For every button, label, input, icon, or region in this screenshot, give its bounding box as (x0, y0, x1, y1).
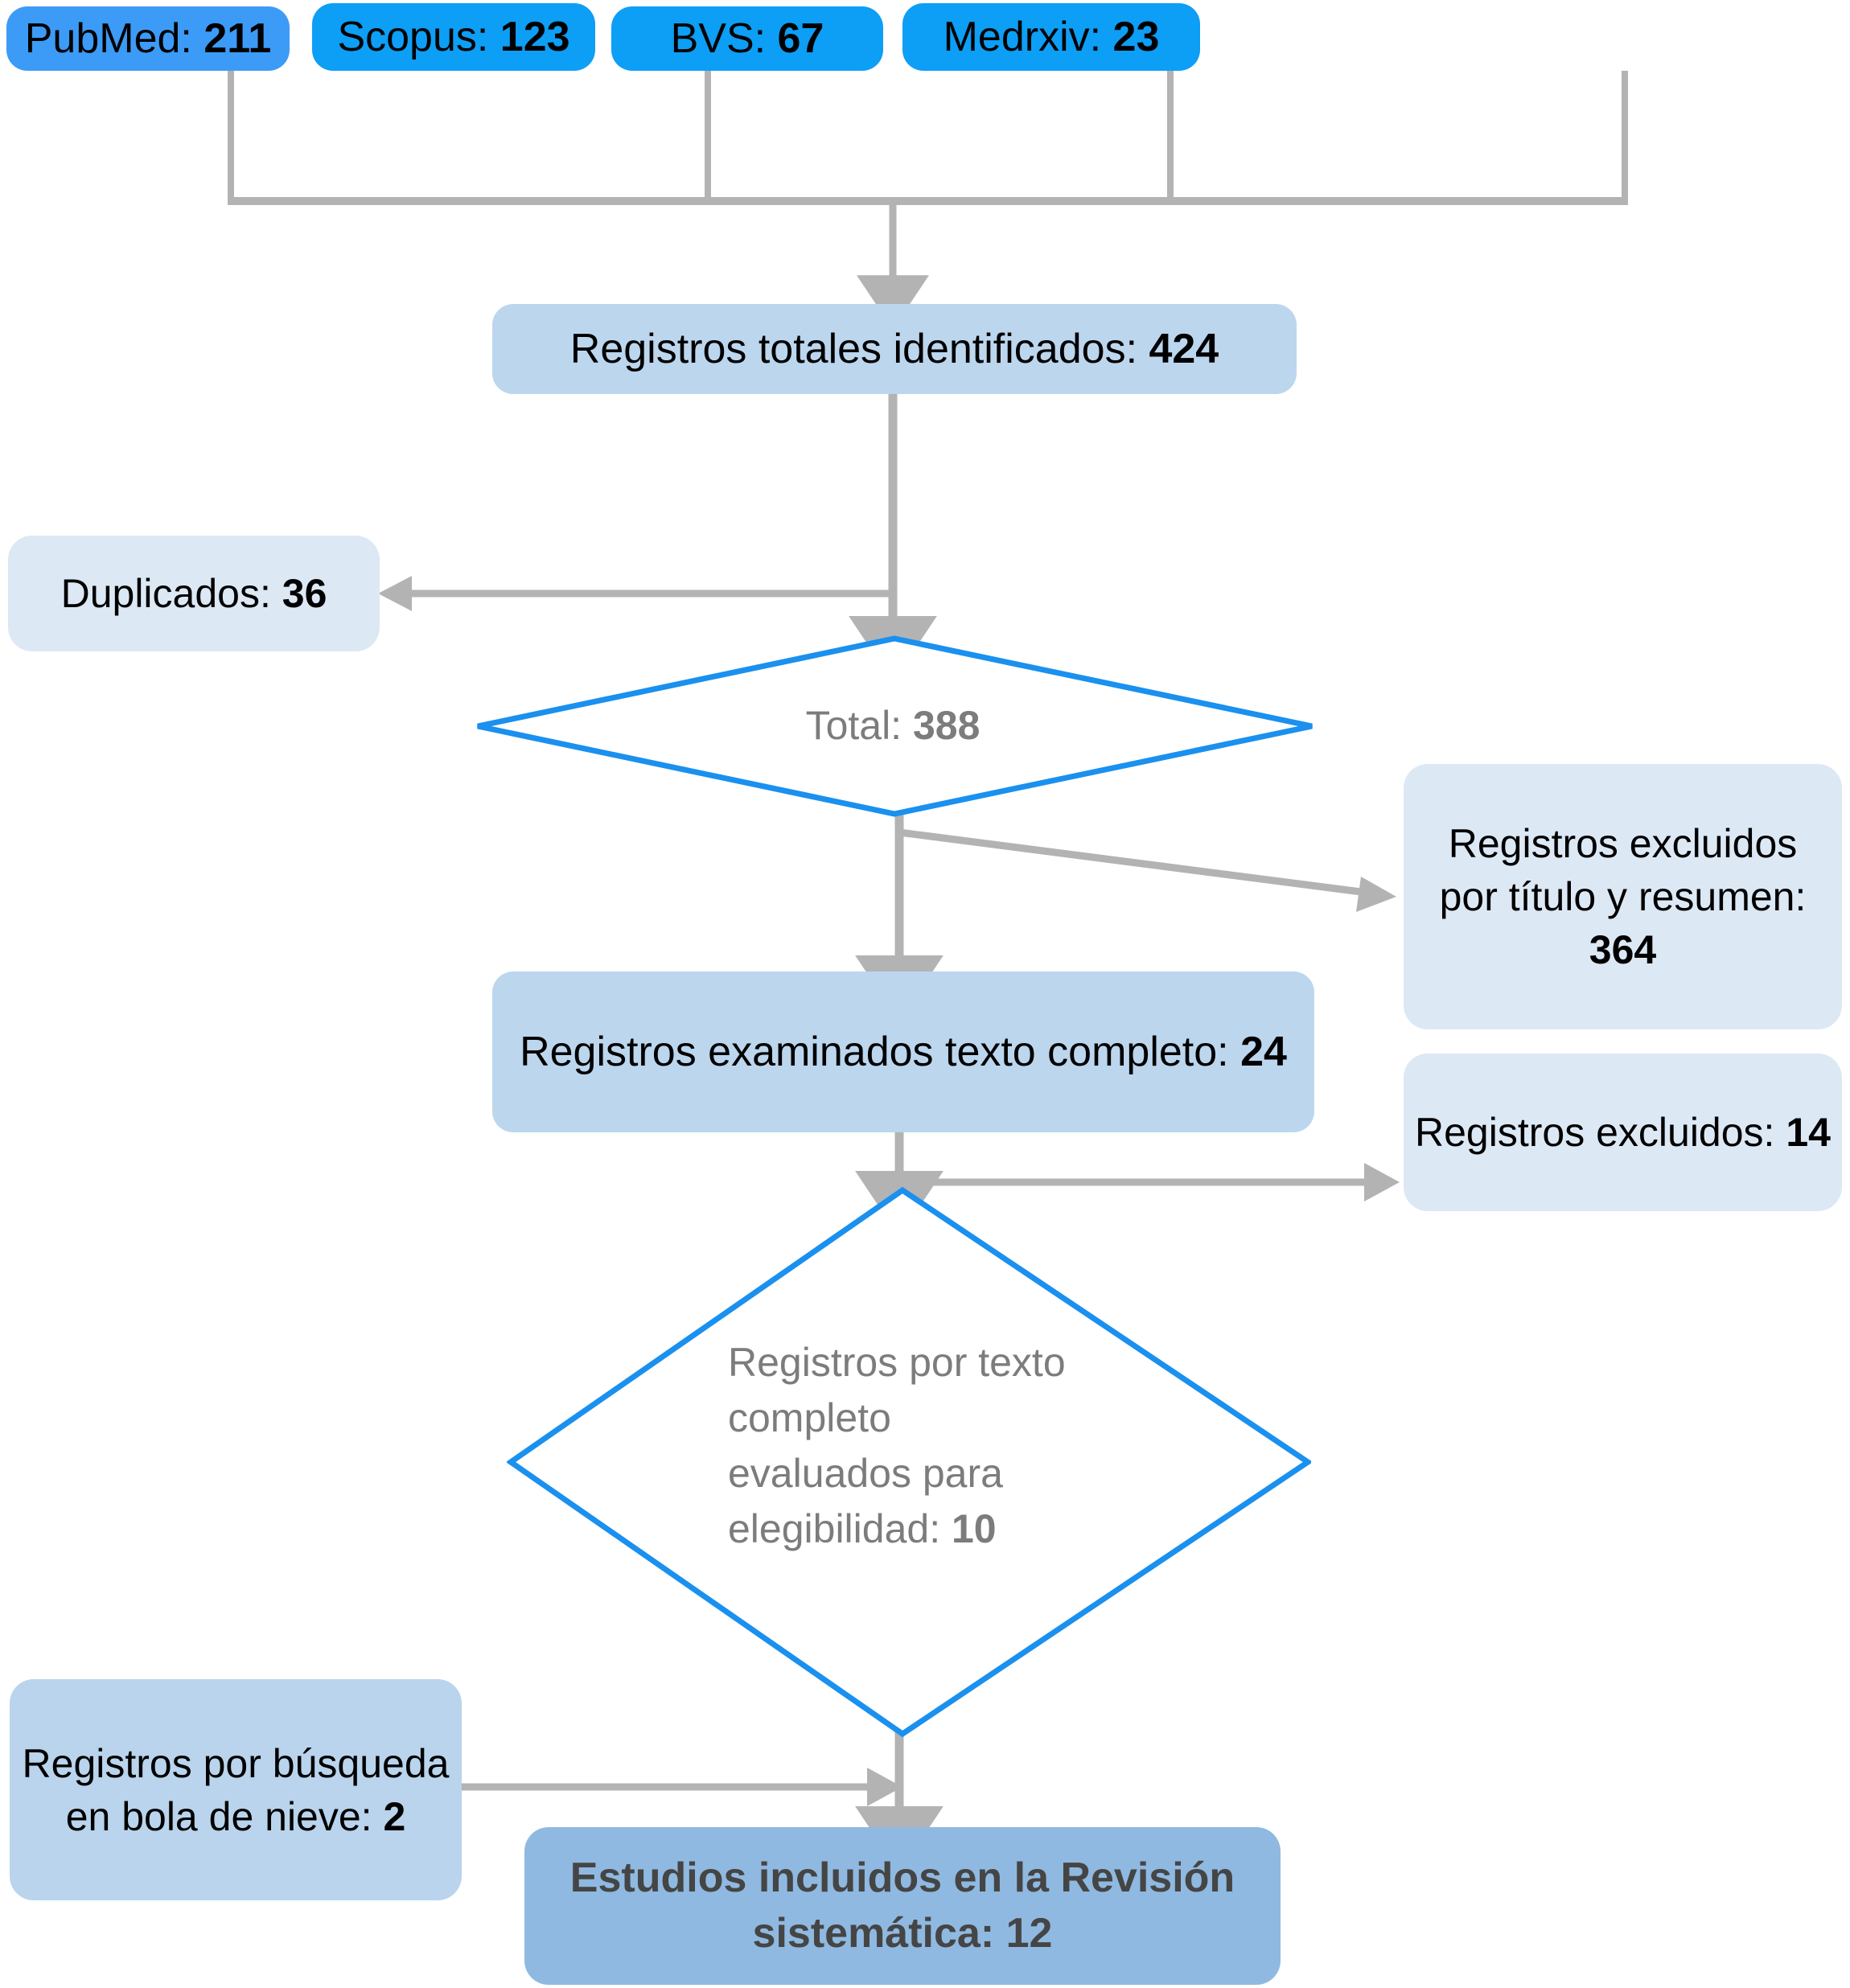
diamond-total (475, 635, 1315, 817)
label-records-identified: Registros totales identificados: 424 (569, 325, 1219, 372)
source-label-scopus: Scopus: 123 (337, 13, 570, 60)
edge-total-excluded-title (898, 828, 1368, 897)
arrowhead-excluded-title (1356, 877, 1396, 912)
source-label-pubmed: PubMed: 211 (24, 14, 272, 62)
source-label-medrxiv: Medrxiv: 23 (943, 13, 1160, 60)
source-box-scopus: Scopus: 123 (312, 3, 595, 71)
label-duplicates: Duplicados: 36 (60, 571, 327, 616)
label-fulltext-screened: Registros examinados texto completo: 24 (520, 1028, 1287, 1075)
box-records-identified: Registros totales identificados: 424 (492, 304, 1297, 394)
box-included-studies: Estudios incluidos en la Revisión sistem… (524, 1827, 1281, 1985)
box-duplicates: Duplicados: 36 (8, 536, 380, 651)
box-excluded-by-title: Registros excluidos por título y resumen… (1404, 764, 1842, 1029)
arrowhead-snowball (867, 1768, 902, 1806)
label-excluded-by-title: Registros excluidos por título y resumen… (1439, 821, 1807, 972)
label-eligibility: Registros por texto completo evaluados p… (728, 1340, 1066, 1551)
box-fulltext-screened: Registros examinados texto completo: 24 (492, 971, 1314, 1132)
source-box-medrxiv: Medrxiv: 23 (902, 3, 1200, 71)
source-box-bvs: BVS: 67 (611, 6, 883, 71)
source-label-bvs: BVS: 67 (670, 14, 824, 62)
arrowhead-excluded-records (1364, 1163, 1400, 1201)
label-excluded-records: Registros excluidos: 14 (1415, 1110, 1831, 1155)
label-included-studies: Estudios incluidos en la Revisión sistem… (569, 1855, 1235, 1957)
arrowhead-duplicates (378, 576, 412, 611)
box-snowball-search: Registros por búsqueda en bola de nieve:… (10, 1679, 462, 1900)
label-snowball-search: Registros por búsqueda en bola de nieve:… (22, 1740, 450, 1839)
source-box-pubmed: PubMed: 211 (6, 6, 290, 71)
box-excluded-records: Registros excluidos: 14 (1404, 1054, 1842, 1211)
label-total: Total: 388 (805, 703, 980, 748)
